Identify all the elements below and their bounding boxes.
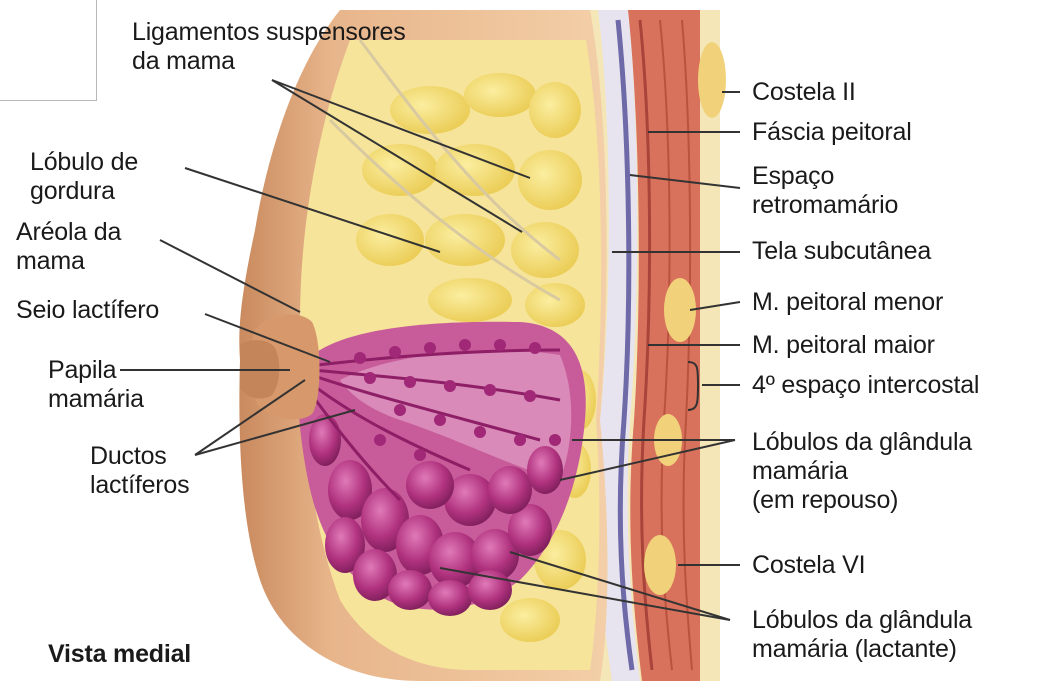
label-tela-subcutanea: Tela subcutânea [752,237,931,266]
label-costela-ii: Costela II [752,78,856,107]
corner-box [0,0,97,101]
label-espaco-intercostal: 4º espaço intercostal [752,371,979,400]
label-seio-lactifero: Seio lactífero [16,296,159,325]
label-costela-vi: Costela VI [752,551,865,580]
label-fascia-peitoral: Fáscia peitoral [752,118,912,147]
label-peitoral-maior: M. peitoral maior [752,331,935,360]
label-vista-medial: Vista medial [48,640,191,669]
rib-ii [698,42,726,118]
rib-vi [644,535,676,595]
label-peitoral-menor: M. peitoral menor [752,288,943,317]
